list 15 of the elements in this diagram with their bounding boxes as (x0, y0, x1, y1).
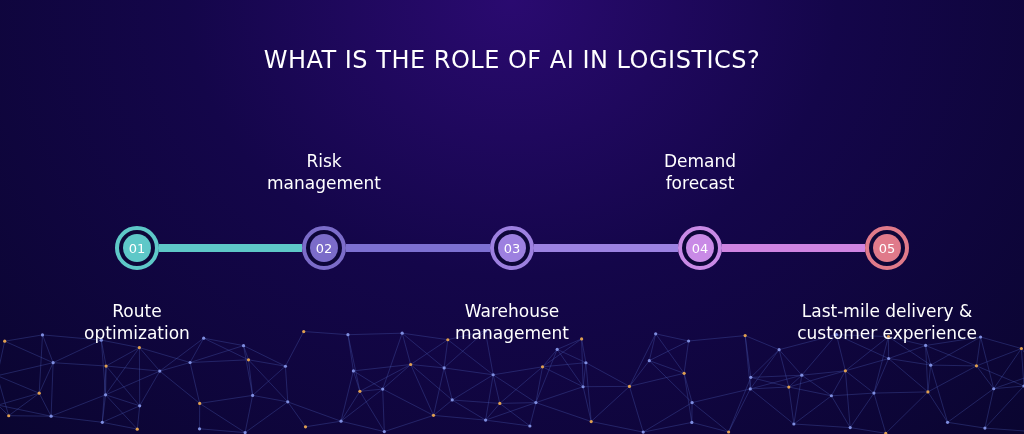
step-label: Route optimization (83, 300, 191, 344)
step-circle: 05 (865, 226, 909, 270)
step-circle: 01 (115, 226, 159, 270)
step-circle: 04 (678, 226, 722, 270)
step-circle: 02 (302, 226, 346, 270)
connector-line (159, 244, 302, 252)
connector-line (346, 244, 490, 252)
title: WHAT IS THE ROLE OF AI IN LOGISTICS? (262, 46, 762, 74)
step-circle: 03 (490, 226, 534, 270)
step-label: Last-mile delivery & customer experience (796, 300, 978, 344)
step-label: Demand forecast (662, 150, 738, 194)
step-label: Warehouse management (454, 300, 570, 344)
connector-line (722, 244, 865, 252)
connector-line (534, 244, 678, 252)
step-label: Risk management (266, 150, 382, 194)
